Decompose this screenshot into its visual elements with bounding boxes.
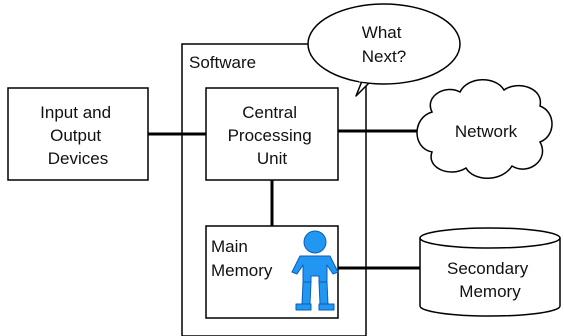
network-label: Network: [455, 122, 518, 141]
figure-head: [303, 230, 327, 254]
cpu-box: [205, 87, 339, 181]
io-devices-label: Input and Output Devices: [40, 103, 116, 168]
stick-person-icon: [291, 230, 339, 311]
speech-bubble-text: What Next?: [362, 23, 406, 66]
figure-left-foot: [295, 303, 312, 311]
secondary-memory-line-2: Memory: [459, 282, 521, 301]
cpu-line-1: Central: [242, 103, 297, 122]
main-memory-line-1: Main: [211, 237, 248, 256]
secondary-memory-line-1: Secondary: [447, 259, 529, 278]
io-devices-line-1: Input and: [40, 103, 111, 122]
io-devices-line-2: Output: [50, 126, 101, 145]
figure-left-leg: [301, 281, 312, 305]
cpu-line-2: Processing: [228, 126, 312, 145]
speech-bubble: What Next?: [307, 3, 461, 97]
cloud-icon: Network: [416, 79, 553, 179]
figure-right-leg: [318, 281, 329, 305]
speech-line-1: What: [362, 23, 402, 42]
cylinder-top: [419, 227, 561, 249]
main-memory-label: Main Memory: [211, 237, 273, 280]
cylinder-body: [419, 238, 561, 317]
cpu-label: Central Processing Unit: [228, 103, 317, 168]
io-devices-line-3: Devices: [48, 149, 108, 168]
database-cylinder-icon: Secondary Memory: [419, 227, 561, 317]
network-cloud-shape: [416, 79, 553, 179]
cpu-line-3: Unit: [257, 149, 288, 168]
figure-torso: [291, 255, 339, 283]
speech-bubble-join: [358, 78, 374, 83]
software-label: Software: [189, 53, 256, 72]
secondary-memory-label: Secondary Memory: [447, 259, 533, 301]
software-frame: [181, 43, 367, 336]
main-memory-line-2: Memory: [211, 261, 273, 280]
speech-bubble-body: [307, 3, 461, 85]
figure-right-foot: [318, 303, 335, 311]
speech-line-2: Next?: [362, 47, 406, 66]
io-devices-box: [7, 87, 149, 181]
